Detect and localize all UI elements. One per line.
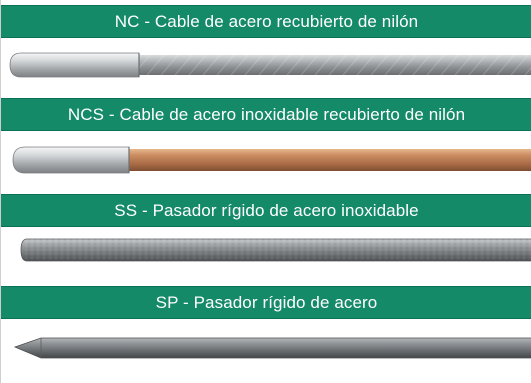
nylon-coated-stainless-steel-cable-icon	[1, 143, 531, 178]
steel-rigid-pin-icon	[1, 330, 531, 365]
section-title-ss: SS - Pasador rígido de acero inoxidable	[114, 200, 419, 220]
section-header-nc: NC - Cable de acero recubierto de nilón	[1, 5, 531, 38]
section-title-ncs: NCS - Cable de acero inoxidable recubier…	[67, 104, 466, 124]
section-header-ncs: NCS - Cable de acero inoxidable recubier…	[1, 98, 531, 131]
stainless-steel-rigid-pin-icon	[1, 233, 531, 268]
section-title-nc: NC - Cable de acero recubierto de nilón	[114, 11, 419, 31]
nylon-coated-steel-cable-icon	[1, 48, 531, 83]
section-title-sp: SP - Pasador rígido de acero	[155, 292, 378, 312]
section-header-sp: SP - Pasador rígido de acero	[1, 286, 531, 319]
section-header-ss: SS - Pasador rígido de acero inoxidable	[1, 194, 531, 227]
